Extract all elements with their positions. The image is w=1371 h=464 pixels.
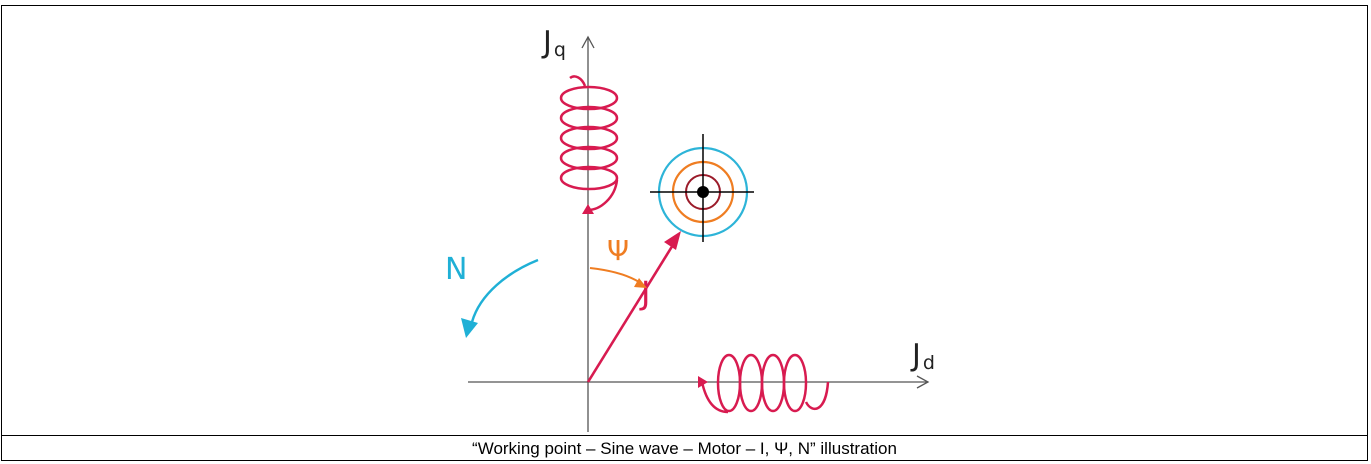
angle-arrowhead — [634, 278, 647, 288]
figure-caption: “Working point – Sine wave – Motor – I, … — [472, 438, 897, 458]
current-vector — [586, 231, 681, 383]
speed-arrow — [461, 258, 539, 338]
working-point-target — [650, 134, 754, 242]
current-vector-arrowhead — [664, 231, 681, 250]
axes — [468, 35, 930, 432]
figure-frame — [1, 5, 1368, 461]
d-coil-arrowhead — [698, 376, 708, 388]
q-axis-arrowhead — [581, 35, 595, 49]
q-axis-coil — [559, 75, 619, 212]
angle-arrow — [589, 267, 647, 288]
angle-label: Ψ — [607, 234, 629, 267]
working-point-dot — [697, 186, 709, 198]
speed-arrowhead — [461, 318, 478, 338]
caption-divider — [1, 435, 1368, 436]
q-coil-arrowhead — [582, 204, 594, 214]
d-axis-arrowhead — [916, 375, 930, 389]
speed-label: N — [445, 252, 467, 287]
d-axis-coil — [700, 353, 830, 414]
current-label: J — [639, 274, 650, 312]
